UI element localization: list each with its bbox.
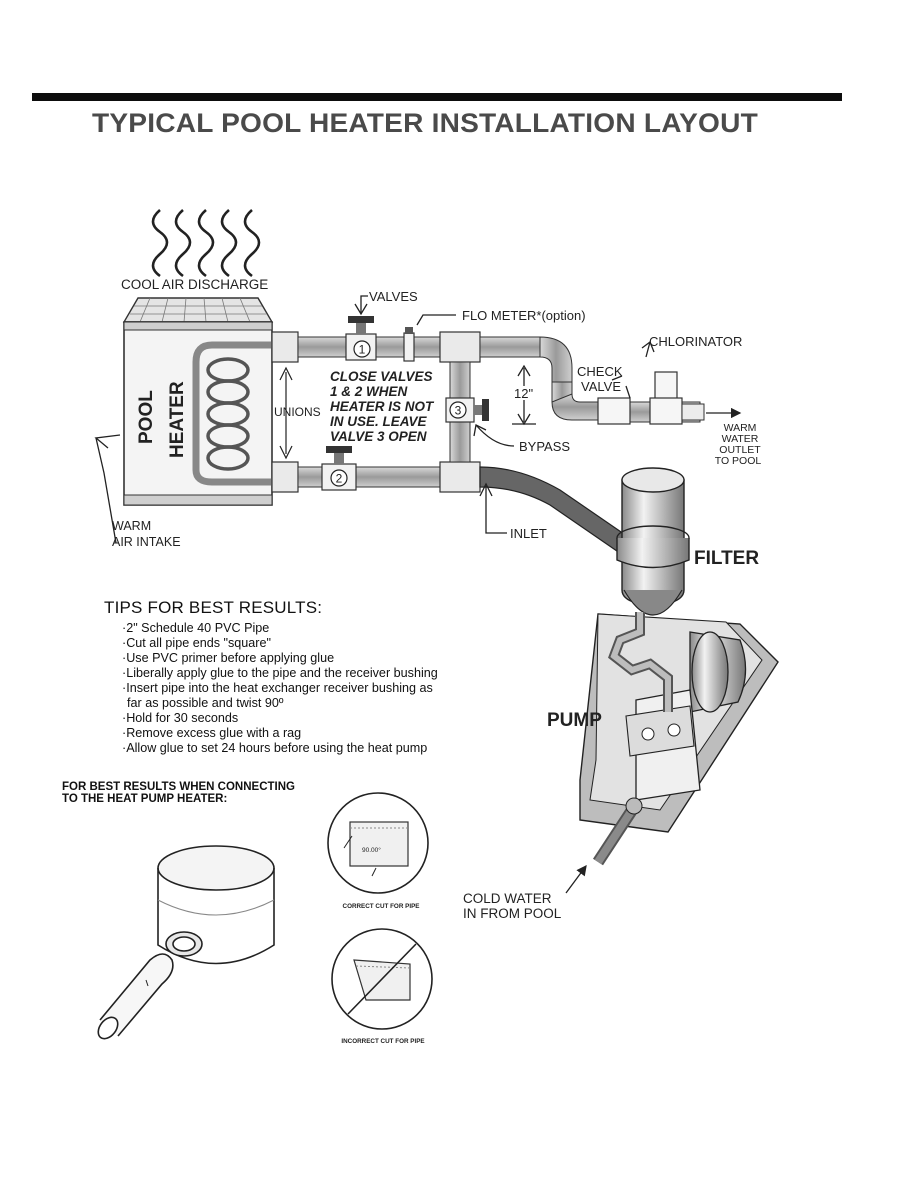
tip-item: ·Allow glue to set 24 hours before using… <box>122 741 428 755</box>
warm-air-arrowhead <box>94 434 121 449</box>
unions-arrow-down <box>279 445 293 460</box>
correct-cut-diagram <box>327 792 429 894</box>
tips-heading: TIPS FOR BEST RESULTS: <box>104 598 323 617</box>
angle-label: 90.00° <box>362 846 381 854</box>
pump-label: PUMP <box>547 710 602 731</box>
unions-label: UNIONS <box>274 405 321 419</box>
check-valve-pointer-b <box>625 385 631 399</box>
outlet-label-2: WATER <box>722 433 759 445</box>
note-line-3: HEATER IS NOT <box>330 399 435 414</box>
tip-item: ·2" Schedule 40 PVC Pipe <box>122 621 270 635</box>
valve-1-number: 1 <box>359 343 366 357</box>
flo-meter <box>403 327 415 362</box>
outlet-label-4: TO POOL <box>715 455 762 467</box>
note-line-1: CLOSE VALVES <box>330 369 433 384</box>
valve-2-number: 2 <box>336 472 343 486</box>
correct-cut-caption: CORRECT CUT FOR PIPE <box>343 903 420 910</box>
tip-item: ·Remove excess glue with a rag <box>122 726 302 740</box>
outlet-label-1: WARM <box>724 422 757 434</box>
incorrect-cut-diagram <box>331 928 433 1030</box>
pool-heater <box>122 297 274 506</box>
valve-3 <box>445 397 489 423</box>
tip-item: ·Insert pipe into the heat exchanger rec… <box>122 681 433 695</box>
inlet-arrowhead <box>479 482 493 497</box>
heater-label-heater: HEATER <box>167 381 188 458</box>
inlet-label: INLET <box>510 526 547 541</box>
tip-item: ·Use PVC primer before applying glue <box>122 651 335 665</box>
chlorinator <box>649 371 705 425</box>
connecting-heading-line-1: FOR BEST RESULTS WHEN CONNECTING <box>62 781 295 793</box>
check-valve-label-1: CHECK <box>577 364 623 379</box>
flo-meter-label: FLO METER*(option) <box>462 308 586 323</box>
heater-label-pool: POOL <box>136 390 157 444</box>
dimension-12in <box>512 364 536 426</box>
page-title: TYPICAL POOL HEATER INSTALLATION LAYOUT <box>92 108 758 138</box>
bypass-leader <box>475 424 515 447</box>
check-valve <box>597 397 631 425</box>
valve-3-number: 3 <box>455 404 462 418</box>
check-valve-label-2: VALVE <box>581 379 621 394</box>
connecting-heading-line-2: TO THE HEAT PUMP HEATER: <box>62 793 228 805</box>
warm-air-arrow <box>95 437 117 544</box>
note-line-5: VALVE 3 OPEN <box>330 429 427 444</box>
inlet-leader <box>485 486 507 534</box>
valve-1 <box>345 316 377 361</box>
valves-leader <box>360 295 368 314</box>
tip-item: ·Hold for 30 seconds <box>122 711 239 725</box>
cold-water-label-2: IN FROM POOL <box>463 906 562 921</box>
chlorinator-label: CHLORINATOR <box>649 334 742 349</box>
bypass-arrowhead <box>473 424 487 437</box>
warm-air-label-1: WARM <box>112 519 151 533</box>
tip-item: ·Cut all pipe ends "square" <box>122 636 271 650</box>
dimension-label: 12" <box>514 386 533 401</box>
chlorinator-pointer <box>641 340 655 358</box>
warm-air-label-2: AIR INTAKE <box>112 535 181 549</box>
incorrect-cut-caption: INCORRECT CUT FOR PIPE <box>341 1038 424 1045</box>
top-rule <box>32 93 842 101</box>
valves-arrowhead <box>354 303 368 316</box>
connecting-heading: FOR BEST RESULTS WHEN CONNECTING TO THE … <box>62 781 295 805</box>
tips-section: TIPS FOR BEST RESULTS: ·2" Schedule 40 P… <box>104 598 438 756</box>
filter <box>616 467 690 616</box>
outlet-label-3: OUTLET <box>719 444 761 456</box>
filter-label: FILTER <box>694 548 759 569</box>
pump <box>579 612 779 866</box>
flo-meter-leader <box>416 314 456 326</box>
valve-2 <box>321 446 357 491</box>
tip-item: far as possible and twist 90º <box>127 696 284 710</box>
bypass-label: BYPASS <box>519 439 570 454</box>
valves-label: VALVES <box>369 289 418 304</box>
check-valve-pointer-a <box>611 375 623 381</box>
cold-water-label-1: COLD WATER <box>463 891 552 906</box>
note-line-2: 1 & 2 WHEN <box>330 384 408 399</box>
unions-arrow-up <box>279 366 293 381</box>
receiver-bushing-illustration <box>97 845 275 1040</box>
tip-item: ·Liberally apply glue to the pipe and th… <box>122 666 438 680</box>
cold-water-arrow <box>565 864 587 894</box>
tips-list: ·2" Schedule 40 PVC Pipe·Cut all pipe en… <box>104 621 438 756</box>
cool-air-label: COOL AIR DISCHARGE <box>121 277 268 292</box>
heat-wave-icon <box>151 209 261 278</box>
note-line-4: IN USE. LEAVE <box>330 414 428 429</box>
